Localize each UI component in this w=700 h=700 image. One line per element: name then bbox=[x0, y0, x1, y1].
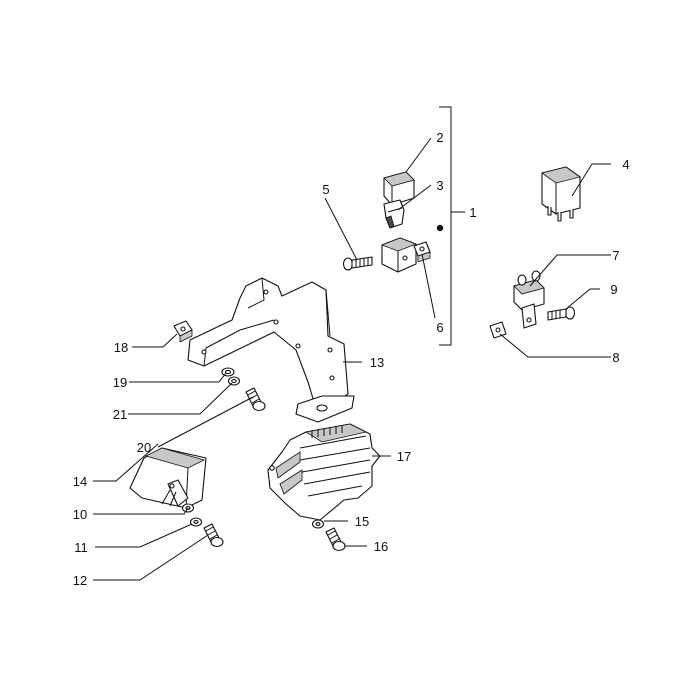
callout-3: 3 bbox=[436, 178, 443, 193]
part-5-screw bbox=[342, 256, 373, 271]
part-18-clip-nut bbox=[173, 320, 193, 343]
part-15-washer bbox=[311, 519, 325, 529]
callout-1: 1 bbox=[469, 205, 476, 220]
callout-17: 17 bbox=[397, 449, 411, 464]
part-14-rectifier bbox=[129, 447, 207, 509]
marker-dot bbox=[436, 224, 444, 232]
part-17-regulator bbox=[267, 423, 381, 521]
assembly-bracket-1 bbox=[439, 106, 465, 346]
part-3-fuse-holder bbox=[383, 199, 405, 229]
part-4-relay bbox=[541, 166, 581, 222]
callout-16: 16 bbox=[374, 539, 388, 554]
callout-12: 12 bbox=[73, 573, 87, 588]
callout-10: 10 bbox=[73, 507, 87, 522]
callout-7: 7 bbox=[612, 248, 619, 263]
callout-13: 13 bbox=[370, 355, 384, 370]
callout-21: 21 bbox=[113, 407, 127, 422]
callout-9: 9 bbox=[610, 282, 617, 297]
callout-20: 20 bbox=[137, 440, 151, 455]
callout-4: 4 bbox=[622, 157, 629, 172]
part-7-diode-unit bbox=[513, 270, 545, 329]
part-11-washer bbox=[189, 517, 203, 527]
callout-labels: 2 3 1 4 5 6 7 8 9 10 11 12 13 14 15 16 1… bbox=[73, 130, 630, 588]
part-20-screw bbox=[245, 387, 266, 412]
part-13-bracket bbox=[187, 277, 355, 423]
part-1-fuse-block bbox=[380, 237, 418, 273]
part-6-clip bbox=[413, 241, 431, 263]
callout-14: 14 bbox=[73, 474, 87, 489]
part-19-washer bbox=[221, 367, 235, 377]
callout-18: 18 bbox=[114, 340, 128, 355]
part-8-nut bbox=[489, 321, 507, 339]
part-12-screw bbox=[203, 523, 224, 548]
part-16-screw bbox=[325, 527, 346, 552]
callout-5: 5 bbox=[322, 182, 329, 197]
callout-6: 6 bbox=[436, 320, 443, 335]
callout-19: 19 bbox=[113, 375, 127, 390]
callout-2: 2 bbox=[436, 130, 443, 145]
part-9-screw bbox=[547, 306, 576, 321]
part-21-washer bbox=[227, 376, 241, 386]
leader-lines bbox=[93, 137, 611, 581]
callout-8: 8 bbox=[612, 350, 619, 365]
callout-15: 15 bbox=[355, 514, 369, 529]
callout-11: 11 bbox=[74, 540, 88, 555]
